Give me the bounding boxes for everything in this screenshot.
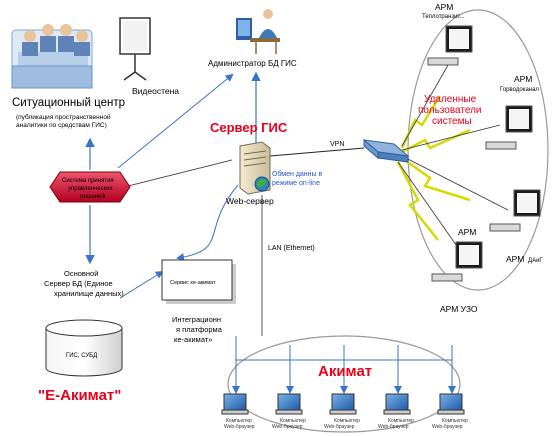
service-box-label: Сервис ке-акимат (170, 280, 216, 286)
pc-1-label-a: Компьютер (226, 418, 252, 424)
main-server-label-3: хранилище данных) (54, 289, 124, 298)
service-box-icon (161, 259, 236, 304)
arm-1-computer-icon (427, 25, 473, 66)
akimat-pc-4 (383, 393, 411, 415)
vpn-label: VPN (330, 141, 344, 148)
pc-1-label-b: Web-браузер (224, 424, 255, 430)
lan-drops (232, 336, 456, 394)
integration-label-3: ке-акимат» (174, 335, 212, 344)
arm-3-computer-icon (489, 189, 541, 232)
arm-3-sub: ДАиГ (528, 258, 543, 264)
arm-1-label: АРМ (435, 2, 453, 12)
pc-3-label-a: Компьютер (334, 418, 360, 424)
arm-3-label: АРМ (506, 254, 524, 264)
akimat-pc-5 (437, 393, 465, 415)
pc-5-label-b: Web-браузер (432, 424, 463, 430)
pc-2-label-b: Web-браузер (272, 424, 303, 430)
decision-system-label-2: управленческих (68, 186, 113, 192)
e-akimat-title: "Е-Акимат" (38, 387, 121, 404)
arm-2-sub: Горводоканал (500, 87, 539, 93)
db-cylinder-label: ГИС, СУБД (66, 353, 97, 359)
pc-2-label-a: Компьютер (280, 418, 306, 424)
remote-users-label-1: Удаленные (424, 94, 477, 105)
online-exchange-1: Обмен данны в (272, 170, 323, 178)
remote-users-label-2: пользователи (418, 105, 482, 116)
akimat-pc-2 (275, 393, 303, 415)
admin-label: Администратор БД ГИС (208, 59, 297, 68)
arm-4-label: АРМ УЗО (440, 304, 478, 314)
main-server-label-1: Основной (64, 269, 98, 278)
video-wall-label: Видеостена (132, 86, 179, 96)
main-server-label-2: Сервер БД (Единое (44, 279, 113, 288)
pc-4-label-b: Web-браузер (378, 424, 409, 430)
akimat-pc-labels: Компьютер Web-браузер Компьютер Web-брау… (224, 418, 468, 430)
akimat-pc-1 (221, 393, 249, 415)
situation-center-label: Ситуационный центр (12, 97, 125, 109)
integration-label-2: я платформа (176, 325, 223, 334)
mainserver-to-service-line (119, 270, 164, 299)
akimat-title: Акимат (318, 363, 372, 380)
pc-4-label-a: Компьютер (388, 418, 414, 424)
arm-4-top-label: АРМ (458, 227, 476, 237)
akimat-workstations (221, 393, 465, 415)
server-to-vpn-line (269, 147, 365, 157)
arm-1-sub: Теплотранзит... (422, 14, 465, 20)
web-server-label: Web-сервер (226, 196, 274, 206)
arm-2-computer-icon (485, 105, 533, 150)
arm-2-label: АРМ (514, 74, 532, 84)
pc-3-label-b: Web-браузер (324, 424, 355, 430)
decision-system-label-1: Система принятия (62, 178, 114, 184)
decision-to-videowall-line (117, 73, 234, 169)
pc-5-label-a: Компьютер (442, 418, 468, 424)
online-exchange-2: режиме on-line (272, 180, 320, 187)
remote-users-label-3: системы (432, 116, 472, 127)
admin-icon (236, 9, 280, 54)
decision-to-server-line (127, 159, 233, 187)
vpn-links (397, 57, 509, 263)
situation-center-note-2: аналитики по средствам ГИС) (16, 122, 107, 129)
lan-label: LAN (Ethernet) (268, 245, 315, 252)
situation-center-note-1: (публикация пространственной (16, 113, 111, 121)
decision-system-label-3: решений (80, 193, 105, 200)
akimat-lan-ellipse (227, 335, 461, 433)
situation-center-icon (11, 24, 93, 89)
db-cylinder-icon (45, 319, 123, 377)
video-wall-icon (119, 17, 151, 81)
server-gis-title: Сервер ГИС (210, 120, 288, 135)
akimat-pc-3 (329, 393, 357, 415)
integration-label-1: Интеграционн (172, 315, 221, 324)
decision-system-node (49, 171, 131, 203)
server-to-service-curve (176, 184, 239, 262)
vpn-router-icon (362, 138, 410, 163)
arm-4-computer-icon (431, 241, 483, 282)
web-server-icon (239, 141, 271, 195)
